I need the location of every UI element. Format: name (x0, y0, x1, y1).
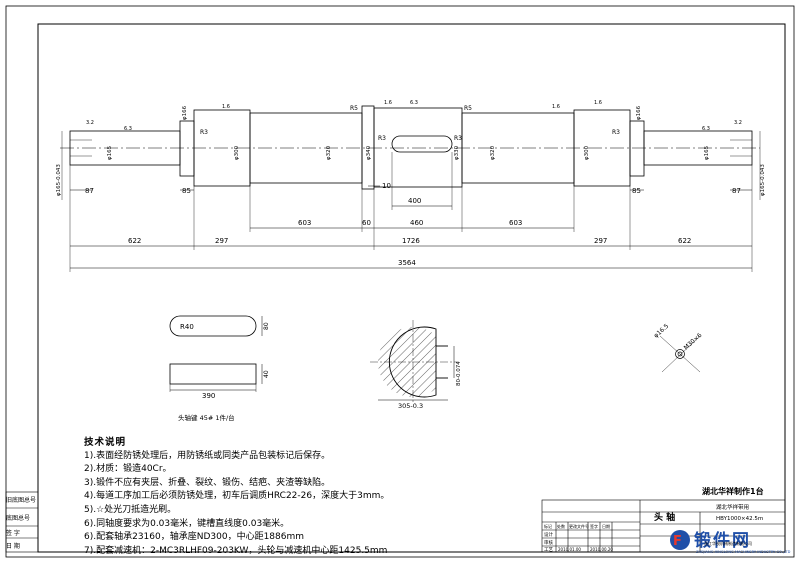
dim-mid-1: 603 (298, 219, 311, 227)
tb-project: 湖北华祥带用 (716, 503, 749, 511)
dim-seg-1: 622 (128, 237, 141, 245)
key-width: 80 (263, 322, 270, 330)
finish-8: 6.3 (702, 126, 710, 132)
note-line-3: 3).锻件不应有夹层、折叠、裂纹、锻伤、结疤、夹渣等缺陷。 (84, 477, 331, 488)
note-line-4: 4).每道工序加工后必须防锈处理，初车后调质HRC22-26，深度大于3mm。 (84, 491, 390, 502)
tb-mini-h4: 签字 (590, 523, 598, 529)
tb-mini-h5: 日期 (602, 523, 610, 529)
dim-dia-4: φ300 (234, 145, 240, 160)
dim-seg-3: 1726 (402, 237, 420, 245)
dim-shoulder-r1: 85 (632, 187, 641, 195)
dim-dia-6: φ340 (366, 145, 372, 160)
dim-dia-9: φ300 (584, 145, 590, 160)
tb-role-3: 工艺 (544, 547, 553, 553)
shaft-main-view (60, 105, 761, 272)
radius-6: R3 (612, 129, 620, 136)
key-caption: 头轴键 45# 1件/台 (178, 413, 235, 422)
radius-2: R5 (350, 105, 358, 112)
note-line-7: 6).配套轴承23160，轴承座ND300，中心距1886mm (84, 532, 305, 543)
side-strip (5, 491, 39, 553)
finish-3: 1.6 (222, 104, 230, 110)
finish-9: 3.2 (734, 120, 742, 126)
radius-4: R3 (454, 135, 462, 142)
dim-mid-2: 60 (362, 219, 371, 227)
note-line-1: 1).表面经防锈处理后，用防锈纸或同类产品包装标记后保存。 (84, 450, 331, 461)
dim-keyway: 400 (408, 197, 421, 205)
tb-company: 湖北华祥制作1台 (702, 486, 764, 496)
tb-mini-h2: 处数 (557, 523, 565, 529)
section-width: 305-0.3 (398, 402, 423, 410)
dim-seg-4: 297 (594, 237, 607, 245)
radius-3: R3 (378, 135, 386, 142)
key-length: 390 (202, 392, 215, 400)
side-label-2: 底图总号 (6, 515, 31, 522)
dim-dia-2: φ165 (107, 145, 113, 160)
key-radius: R40 (180, 323, 194, 331)
section-texts: 305-0.3 80-0.074 (398, 361, 462, 410)
title-block-texts: 湖北华祥制作1台 头 轴 湖北华祥带用 HBY1000×42.5m 标记 处数 … (544, 486, 764, 553)
svg-text:F: F (673, 534, 682, 549)
tb-date-2: 2010.00.20 (590, 547, 613, 552)
finish-7: 1.6 (594, 100, 602, 106)
dim-dia-8: φ320 (490, 145, 496, 160)
section-view (370, 320, 458, 404)
dim-dia-3: φ166 (182, 105, 188, 120)
dim-dia-1: φ165-0.043 (56, 164, 62, 196)
note-line-2: 2).材质：锻造40Cr。 (84, 464, 172, 475)
dim-overall: 3564 (398, 259, 416, 267)
watermark-sub: ZHEJIANG XINGLONG MACHINERY INDUSTRY CO.… (696, 550, 791, 554)
tb-drawing-no: HBY1000×42.5m (716, 516, 763, 522)
hole-detail (659, 335, 701, 373)
finish-2: 6.3 (124, 126, 132, 132)
radius-5: R5 (464, 105, 472, 112)
radius-1: R3 (200, 129, 208, 136)
finish-6: 1.6 (552, 104, 560, 110)
dim-shoulder-r2: 87 (732, 187, 741, 195)
hole-dia: φ16.5 (653, 323, 671, 340)
section-depth: 80-0.074 (456, 361, 462, 386)
title-block (541, 499, 786, 553)
tb-mini-h3: 更改文件号 (569, 523, 589, 529)
hole-texts: φ16.5 M30×6 (653, 323, 704, 352)
dim-dia-11: φ165 (704, 145, 710, 160)
key-detail-texts: R40 80 390 40 头轴键 45# 1件/台 (178, 322, 270, 422)
dim-dia-7: φ330 (454, 145, 460, 160)
dim-dia-5: φ320 (326, 145, 332, 160)
dim-dia-10: φ166 (636, 105, 642, 120)
dim-shoulder-l2: 85 (182, 187, 191, 195)
finish-5: 6.3 (410, 100, 418, 106)
side-label-3: 签 字 (6, 530, 20, 537)
dim-seg-2: 297 (215, 237, 228, 245)
outer-border (5, 5, 795, 558)
technical-notes: 技术说明 1).表面经防锈处理后，用防锈纸或同类产品包装标记后保存。 2).材质… (84, 436, 524, 558)
dim-dia-12: φ165-0.043 (760, 164, 766, 196)
dimension-texts: 3564 622 297 1726 297 622 603 60 460 603… (56, 100, 766, 267)
note-line-8: 7).配套减速机：2-MC3RLHF09-203KW，头轮与减速机中心距1425… (84, 545, 388, 556)
watermark-text: 锻件网 (694, 531, 751, 551)
tb-brand-small: 浙江华锐机械制造有限公司 (704, 541, 752, 546)
side-label-1: 旧底图总号 (6, 497, 37, 504)
tb-date-1: 2010.01.00 (558, 547, 581, 552)
inner-border (37, 23, 786, 553)
tb-role-2: 审核 (544, 539, 553, 546)
tb-role-1: 设计 (544, 531, 553, 538)
note-line-6: 6).同轴度要求为0.03毫米，键槽直线度0.03毫米。 (84, 518, 290, 529)
dim-seg-5: 622 (678, 237, 691, 245)
dim-mid-4: 603 (509, 219, 522, 227)
notes-title: 技术说明 (84, 437, 127, 448)
finish-4: 1.6 (384, 100, 392, 106)
key-detail (169, 315, 263, 392)
tb-mini-h1: 标记 (544, 523, 552, 529)
dim-mid-3: 460 (410, 219, 423, 227)
side-label-4: 日 期 (6, 543, 20, 550)
key-height: 40 (263, 370, 270, 378)
finish-1: 3.2 (86, 120, 94, 126)
watermark-logo-icon: F (670, 530, 690, 550)
note-line-5: 5).☆处光刀抵造光刷。 (84, 504, 177, 515)
tb-part-name: 头 轴 (654, 511, 675, 523)
dim-shoulder-l1: 87 (85, 187, 94, 195)
dim-keyway-offset: 10 (382, 182, 391, 190)
hole-thread: M30×6 (683, 332, 704, 352)
